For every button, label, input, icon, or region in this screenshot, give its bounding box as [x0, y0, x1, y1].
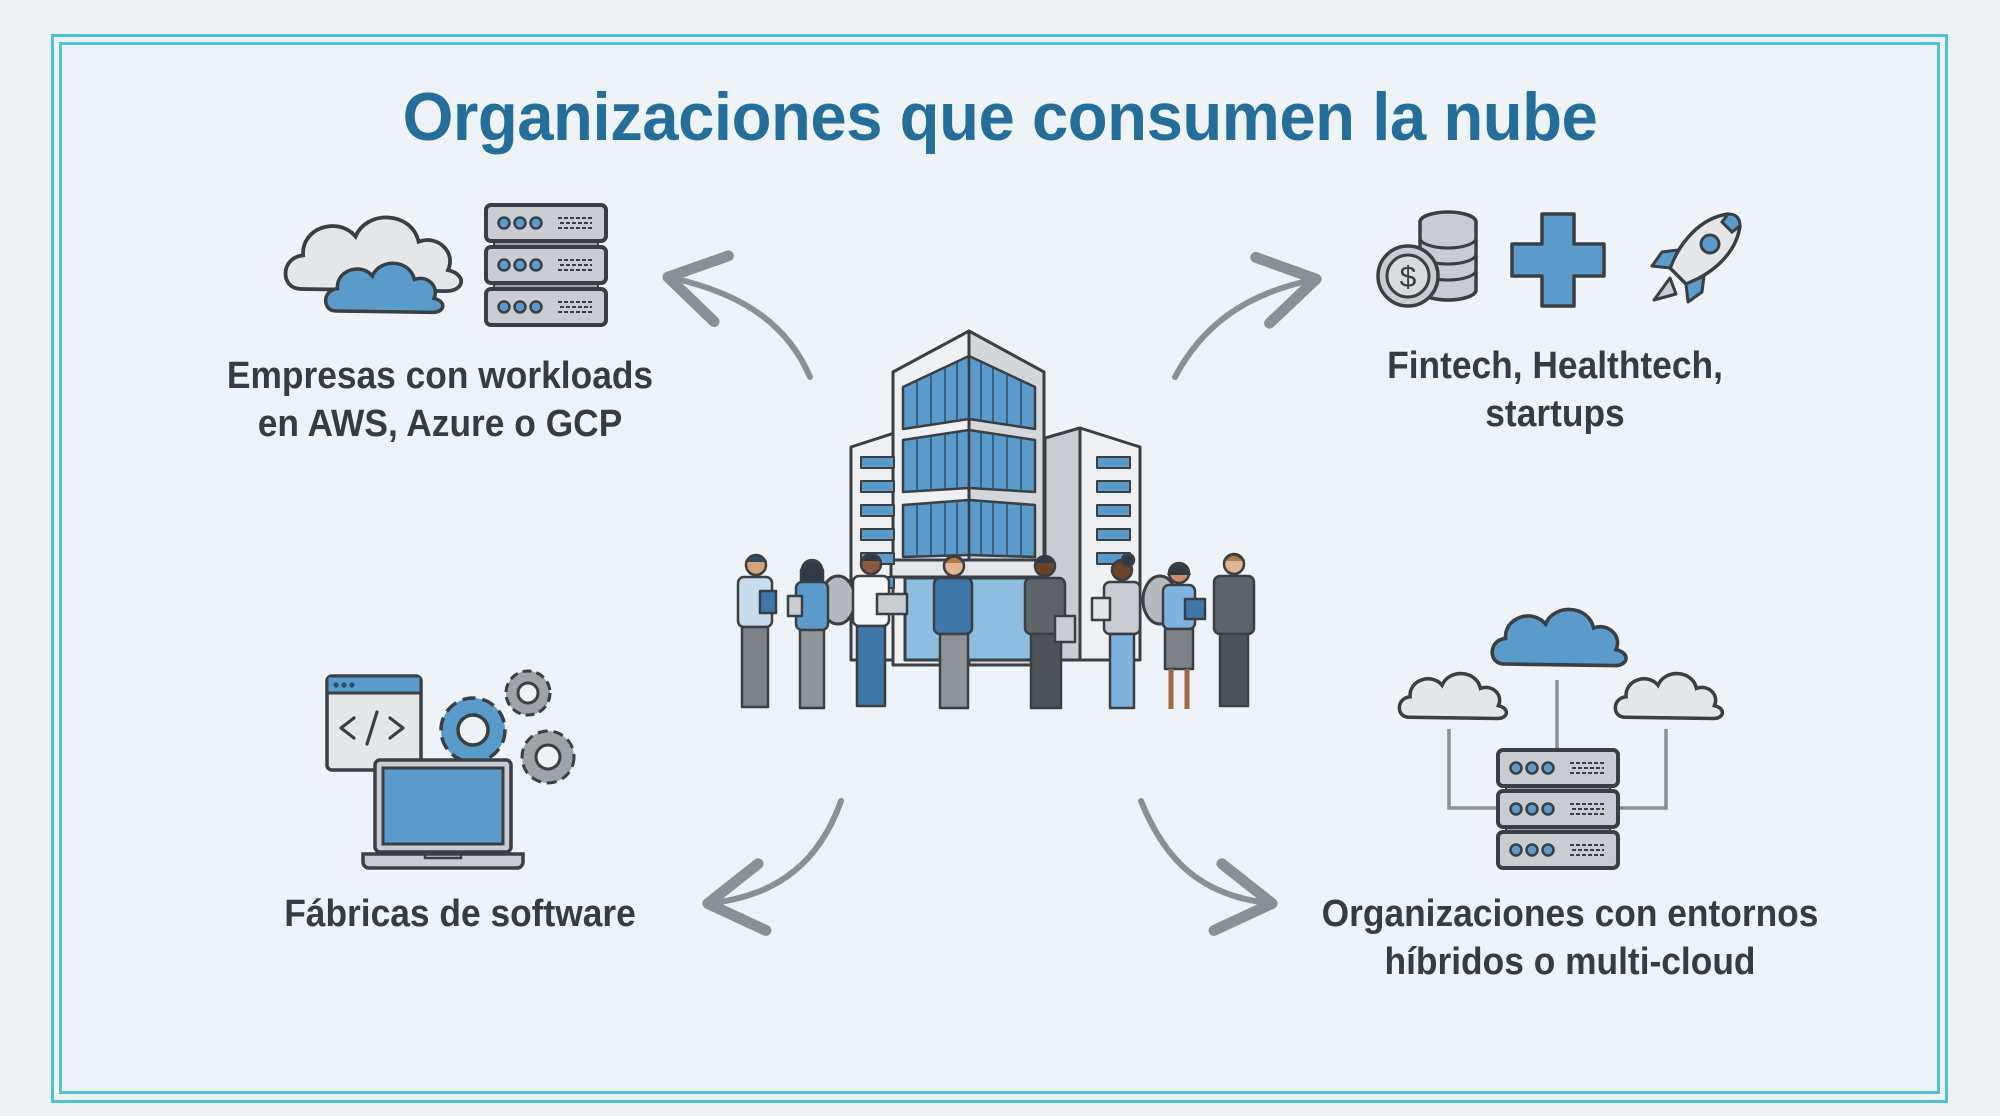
inner-border [59, 42, 1940, 1094]
page-title: Organizaciones que consumen la nube [402, 79, 1598, 155]
medical-cross-icon [1510, 212, 1606, 308]
gear-gray-icon [520, 729, 576, 785]
gear-gray-small-icon [504, 669, 552, 717]
segment-label-top-left: Empresas con workloads en AWS, Azure o G… [208, 352, 673, 448]
label-line: híbridos o multi-cloud [1384, 941, 1756, 983]
arrow-top-left-icon [662, 250, 813, 380]
label-line: startups [1485, 393, 1625, 435]
label-line: Fintech, Healthtech, [1387, 345, 1723, 387]
code-window-icon [325, 674, 423, 772]
arrow-top-right-icon [1172, 251, 1322, 380]
gear-blue-icon [439, 696, 507, 764]
segment-label-bottom-right: Organizaciones con entornos híbridos o m… [1291, 890, 1849, 986]
coins-dollar-icon: $ [1376, 210, 1478, 308]
segment-label-bottom-left: Fábricas de software [246, 890, 674, 938]
segment-label-top-right: Fintech, Healthtech, startups [1323, 342, 1788, 438]
people-group-icon [736, 552, 1256, 710]
arrow-bottom-right-icon [1138, 798, 1278, 936]
arrow-bottom-left-icon [702, 798, 844, 936]
label-line: Fábricas de software [284, 893, 636, 935]
svg-text:$: $ [1400, 261, 1417, 294]
rocket-icon [1650, 212, 1742, 304]
multi-cloud-server-icon [1397, 607, 1725, 870]
label-line: Empresas con workloads [226, 355, 654, 397]
server-rack-icon [484, 203, 608, 327]
label-line: Organizaciones con entornos [1321, 893, 1819, 935]
laptop-icon [361, 758, 525, 870]
label-line: en AWS, Azure o GCP [257, 403, 623, 445]
outer-border [51, 34, 1948, 1103]
